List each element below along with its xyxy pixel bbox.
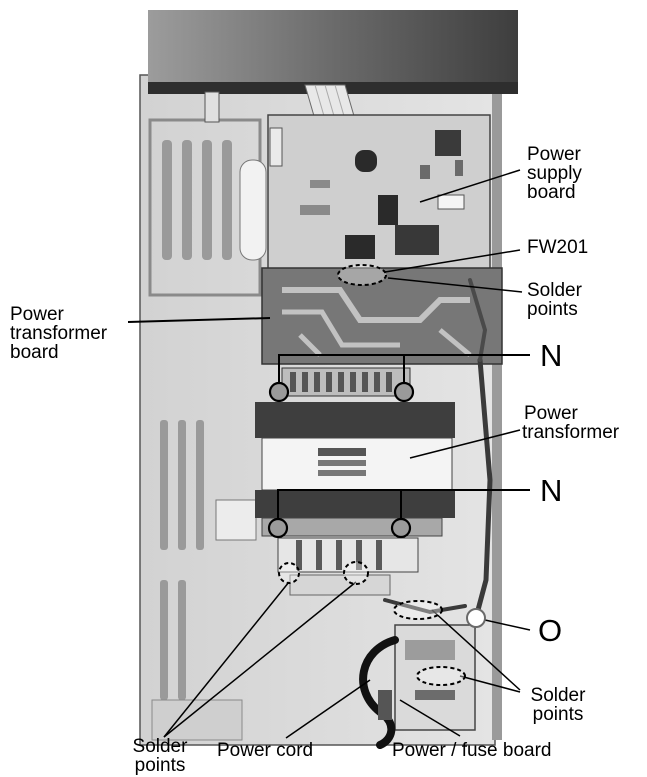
- screw-n-lower-left-icon: [267, 517, 289, 539]
- solder-circle-left: [278, 562, 300, 584]
- label-line: Solder: [527, 280, 582, 301]
- label-power-fuse-board: Power / fuse board: [392, 740, 552, 761]
- label-line: transformer: [10, 323, 108, 344]
- screw-n-lower-right-icon: [390, 517, 412, 539]
- label-line: Power: [527, 144, 581, 165]
- marker-o-circle-icon: [466, 608, 486, 628]
- solder-ellipse-fw201: [337, 264, 387, 286]
- label-marker-n-lower: N: [540, 473, 563, 508]
- label-line: points: [527, 299, 578, 320]
- leader-solder-points-bottom-2: [163, 581, 357, 738]
- label-power-transformer: Power transformer: [522, 404, 619, 442]
- label-power-supply-board: Power supply board: [527, 145, 582, 202]
- leader-solder-points-bottom-1: [163, 581, 290, 738]
- label-line: transformer: [522, 422, 620, 443]
- bracket-n-lower: [277, 489, 530, 518]
- label-line: supply: [527, 163, 582, 184]
- label-line: points: [532, 704, 584, 725]
- label-marker-n-upper: N: [540, 338, 563, 373]
- leader-solder-points-right-2: [459, 675, 521, 693]
- leader-fw201: [384, 249, 521, 273]
- label-solder-points-bottom: Solder points: [112, 737, 208, 775]
- label-line: points: [134, 755, 186, 776]
- label-fw201: FW201: [527, 237, 589, 258]
- top-cover: [148, 10, 518, 123]
- screw-n-upper-left-icon: [268, 381, 290, 403]
- label-line: Solder: [132, 736, 188, 757]
- solder-ellipse-wires: [393, 600, 443, 620]
- label-solder-points-top: Solder points: [527, 281, 582, 319]
- leader-power-fuse-board: [399, 699, 461, 737]
- label-power-transformer-board: Power transformer board: [10, 305, 107, 362]
- leader-power-transformer: [409, 429, 521, 459]
- leader-power-cord: [285, 679, 371, 739]
- leader-solder-points-top: [387, 277, 523, 293]
- leader-power-transformer-board: [127, 317, 271, 323]
- solder-ellipse-fuse-board: [416, 666, 466, 686]
- solder-circle-right: [343, 561, 369, 585]
- label-line: Power: [524, 403, 578, 424]
- label-power-cord: Power cord: [217, 740, 314, 761]
- label-line: Solder: [530, 685, 586, 706]
- bracket-n-upper: [278, 354, 530, 384]
- label-line: Power: [10, 304, 64, 325]
- label-line: board: [10, 342, 59, 363]
- power-fuse-board-graphic: [359, 624, 476, 749]
- power-transformer-graphic: [255, 402, 455, 537]
- leader-power-supply-board: [419, 169, 521, 203]
- screw-n-upper-right-icon: [393, 381, 415, 403]
- leader-o: [484, 619, 531, 631]
- power-transformer-board-graphic: [261, 267, 503, 397]
- label-solder-points-right: Solder points: [516, 686, 600, 724]
- label-marker-o: O: [538, 613, 563, 648]
- label-line: board: [527, 182, 576, 203]
- power-supply-board-graphic: [267, 114, 491, 276]
- leader-solder-points-right-1: [431, 609, 521, 691]
